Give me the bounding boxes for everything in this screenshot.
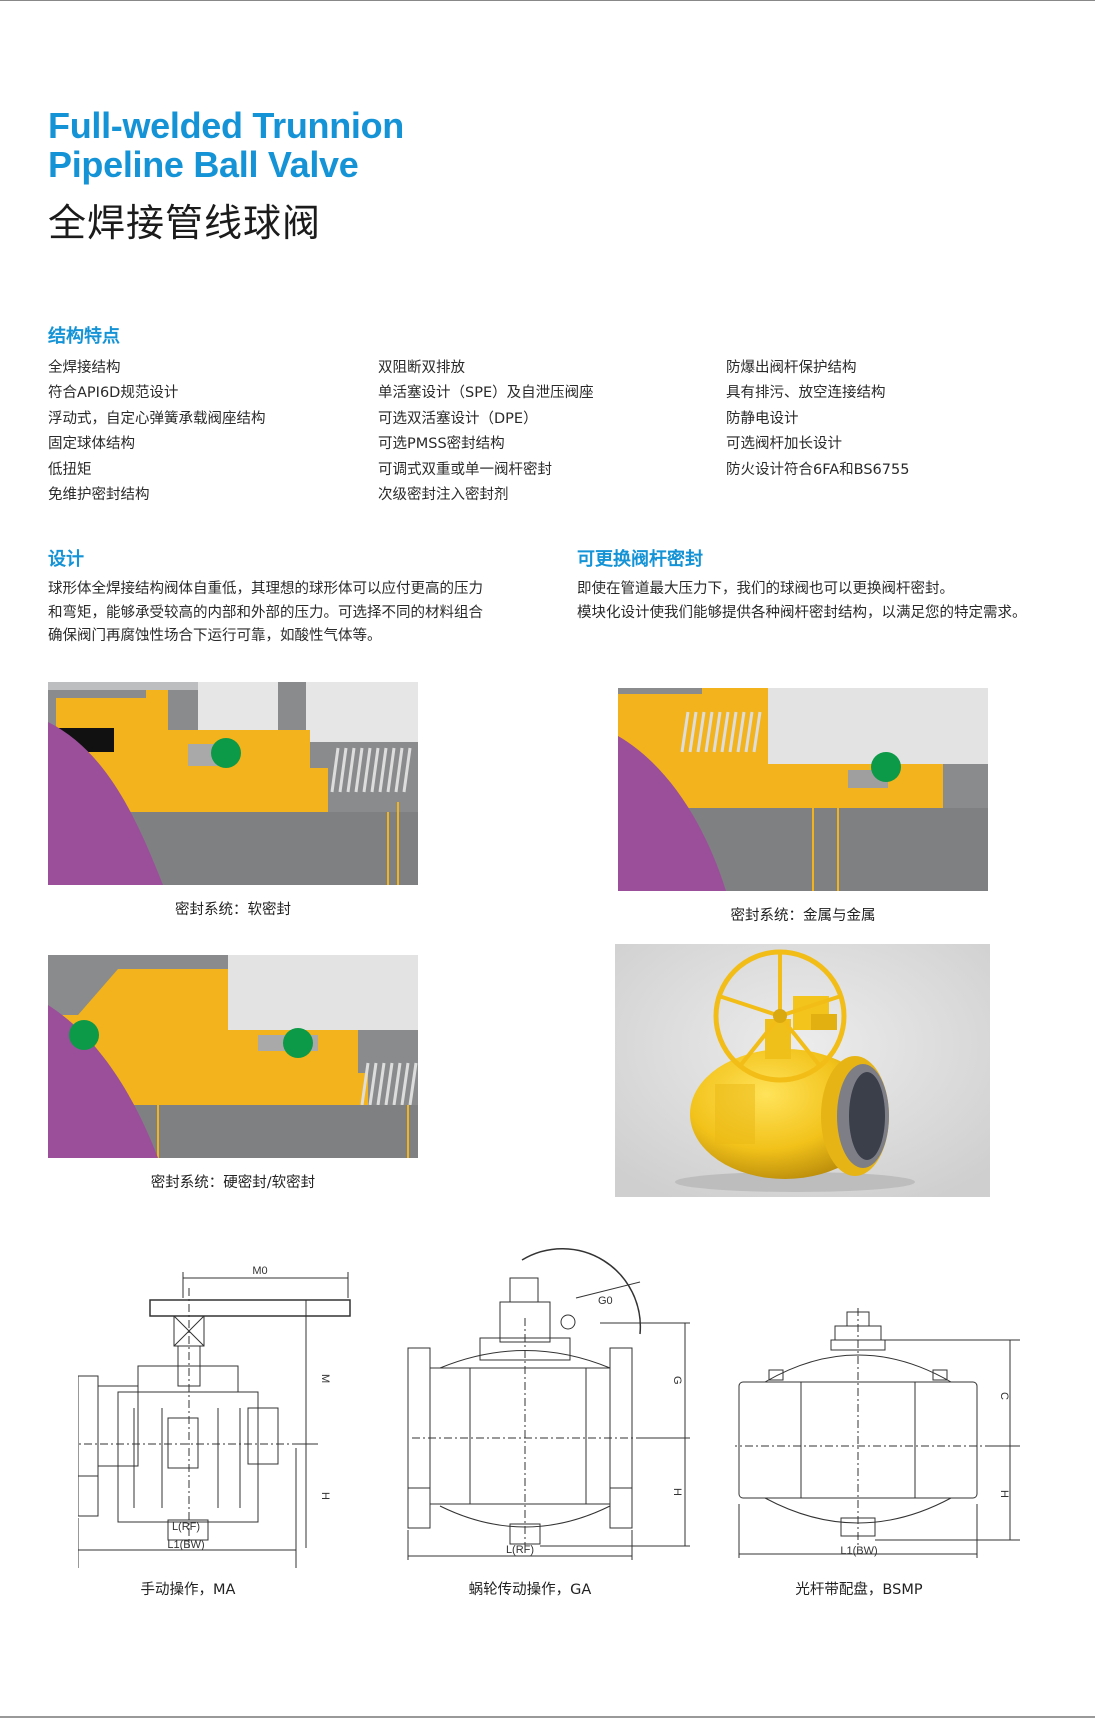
dim-g0-label: G0 xyxy=(598,1295,613,1307)
top-rule xyxy=(0,0,1095,1)
title-en-line1: Full-welded Trunnion xyxy=(48,105,404,146)
dim-l1-bw-label: L1(BW) xyxy=(167,1539,204,1551)
stem-seal-heading: 可更换阀杆密封 xyxy=(577,549,703,570)
feature-item: 双阻断双排放 xyxy=(378,360,465,376)
drawing-manual-ma: M0 M H L(RF) L1(BW) xyxy=(68,1258,358,1574)
design-line: 球形体全焊接结构阀体自重低，其理想的球形体可以应付更高的压力 xyxy=(48,581,483,597)
dim-l-rf-label: L(RF) xyxy=(506,1544,534,1556)
feature-item: 可选双活塞设计（DPE） xyxy=(378,410,538,427)
feature-item: 可选PMSS密封结构 xyxy=(378,436,505,453)
drawing-bare-stem-bsmp: C H L1(BW) xyxy=(729,1308,1025,1568)
hard-soft-seal-cutaway xyxy=(48,955,418,1158)
soft-seal-cutaway xyxy=(48,682,418,885)
dim-h-label: H xyxy=(671,1488,683,1496)
feature-item: 防静电设计 xyxy=(726,410,799,427)
design-heading: 设计 xyxy=(48,549,84,570)
stem-seal-line: 即使在管道最大压力下，我们的球阀也可以更换阀杆密封。 xyxy=(577,581,954,597)
caption-ma: 手动操作，MA xyxy=(140,1582,236,1598)
feature-item: 防火设计符合6FA和BS6755 xyxy=(726,461,910,478)
feature-item: 固定球体结构 xyxy=(48,436,135,453)
dim-c-label: C xyxy=(998,1392,1010,1400)
dim-m0-label: M0 xyxy=(252,1265,267,1277)
design-line: 确保阀门再腐蚀性场合下运行可靠，如酸性气体等。 xyxy=(48,628,382,644)
title-chinese: 全焊接管线球阀 xyxy=(48,201,322,245)
dim-l1-bw-label: L1(BW) xyxy=(840,1545,877,1557)
hard-soft-seal-caption: 密封系统：硬密封/软密封 xyxy=(150,1175,316,1191)
caption-bsmp: 光杆带配盘，BSMP xyxy=(795,1582,923,1598)
stem-seal-paragraph: 即使在管道最大压力下，我们的球阀也可以更换阀杆密封。 模块化设计使我们能够提供各… xyxy=(577,578,1027,625)
features-heading: 结构特点 xyxy=(48,326,120,347)
feature-item: 符合API6D规范设计 xyxy=(48,385,179,402)
feature-item: 单活塞设计（SPE）及自泄压阀座 xyxy=(378,385,594,402)
feature-item: 可选阀杆加长设计 xyxy=(726,436,842,453)
title-english: Full-welded Trunnion Pipeline Ball Valve xyxy=(48,106,404,184)
caption-ga: 蜗轮传动操作，GA xyxy=(468,1582,592,1598)
feature-item: 浮动式，自定心弹簧承载阀座结构 xyxy=(48,410,266,427)
drawing-gear-ga: G0 G H L(RF) xyxy=(400,1238,700,1568)
feature-item: 低扭矩 xyxy=(48,461,92,478)
features-col2: 双阻断双排放 单活塞设计（SPE）及自泄压阀座 可选双活塞设计（DPE） 可选P… xyxy=(378,356,594,508)
features-col3: 防爆出阀杆保护结构 具有排污、放空连接结构 防静电设计 可选阀杆加长设计 防火设… xyxy=(726,356,909,483)
metal-seal-cutaway xyxy=(618,688,988,891)
design-paragraph: 球形体全焊接结构阀体自重低，其理想的球形体可以应付更高的压力 和弯矩，能够承受较… xyxy=(48,578,483,649)
dim-h-label: H xyxy=(319,1492,331,1500)
valve-photo xyxy=(615,944,990,1197)
dim-l-rf-label: L(RF) xyxy=(172,1521,200,1533)
feature-item: 全焊接结构 xyxy=(48,360,121,376)
metal-seal-caption: 密封系统：金属与金属 xyxy=(730,908,876,924)
design-line: 和弯矩，能够承受较高的内部和外部的压力。可选择不同的材料组合 xyxy=(48,604,483,621)
soft-seal-caption: 密封系统：软密封 xyxy=(175,902,291,918)
feature-item: 次级密封注入密封剂 xyxy=(378,487,509,504)
feature-item: 免维护密封结构 xyxy=(48,487,150,504)
stem-seal-line: 模块化设计使我们能够提供各种阀杆密封结构，以满足您的特定需求。 xyxy=(577,604,1027,621)
features-col1: 全焊接结构 符合API6D规范设计 浮动式，自定心弹簧承载阀座结构 固定球体结构… xyxy=(48,356,266,508)
title-en-line2: Pipeline Ball Valve xyxy=(48,144,359,185)
feature-item: 可调式双重或单一阀杆密封 xyxy=(378,461,552,478)
feature-item: 具有排污、放空连接结构 xyxy=(726,385,886,402)
bottom-rule xyxy=(0,1716,1095,1718)
feature-item: 防爆出阀杆保护结构 xyxy=(726,360,857,376)
dim-h-label: H xyxy=(998,1490,1010,1498)
dim-m-label: M xyxy=(319,1374,331,1383)
dim-g-label: G xyxy=(671,1376,683,1385)
